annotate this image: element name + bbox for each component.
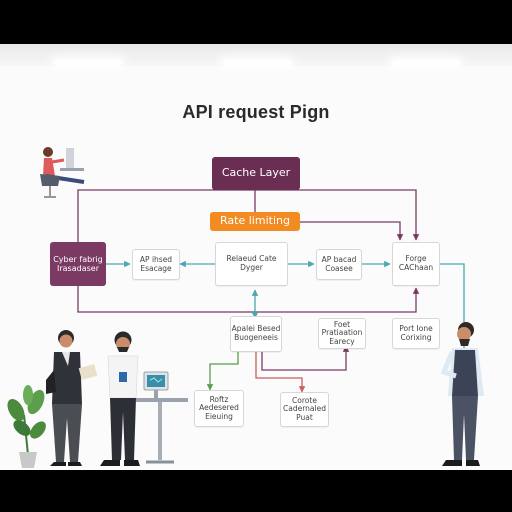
letterbox-top bbox=[0, 0, 512, 44]
node-api-based-1: AP ihsed Esacage bbox=[132, 249, 180, 280]
ceiling-light-left bbox=[54, 60, 122, 65]
node-cyber-entry: Cyber fabrig Irasadaser bbox=[50, 242, 106, 286]
node-released-gate: Relaeud Cate Dyger bbox=[215, 242, 288, 286]
arrow-branch-red bbox=[255, 352, 306, 393]
person-vest-phone-illustration bbox=[440, 322, 484, 466]
ceiling-light-right bbox=[392, 60, 460, 65]
ceiling-strip bbox=[0, 44, 512, 66]
arrow-top-loop bbox=[77, 189, 420, 242]
node-port-load: Port Ione Corixing bbox=[392, 318, 440, 349]
node-applied-based: Apalei Besed Buogeneeis bbox=[230, 316, 282, 352]
node-cyber-entry-label: Cyber fabrig Irasadaser bbox=[53, 254, 103, 273]
node-rest-auth: Roftz Aedesered Eieuing bbox=[194, 390, 244, 427]
node-create-conditional: Corote Cadernaled Puat bbox=[280, 392, 329, 427]
node-rate-limiting: Rate limiting bbox=[210, 212, 300, 231]
person-white-shirt-illustration bbox=[100, 331, 140, 466]
arrow-branch-green bbox=[206, 352, 239, 391]
letterbox-bottom bbox=[0, 470, 512, 512]
potted-plant-illustration bbox=[7, 385, 46, 468]
node-cache-layer: Cache Layer bbox=[212, 157, 300, 190]
arrow-branch-purple bbox=[261, 345, 350, 371]
ceiling-light-center bbox=[223, 60, 291, 65]
arrow-rate-limit bbox=[300, 221, 404, 241]
node-api-based-2: AP bacad Coasee bbox=[316, 249, 362, 280]
diagram-title: API request Pign bbox=[182, 102, 330, 122]
arrow-bottom-loop bbox=[77, 286, 420, 313]
sitting-person-illustration bbox=[40, 147, 85, 198]
standing-desk-illustration bbox=[136, 371, 188, 464]
node-forge-cache: Forge CAChaan bbox=[392, 242, 440, 286]
node-foot-protection: Foet Pratiaation Earecy bbox=[318, 318, 366, 349]
person-dark-jacket-illustration bbox=[46, 330, 98, 466]
